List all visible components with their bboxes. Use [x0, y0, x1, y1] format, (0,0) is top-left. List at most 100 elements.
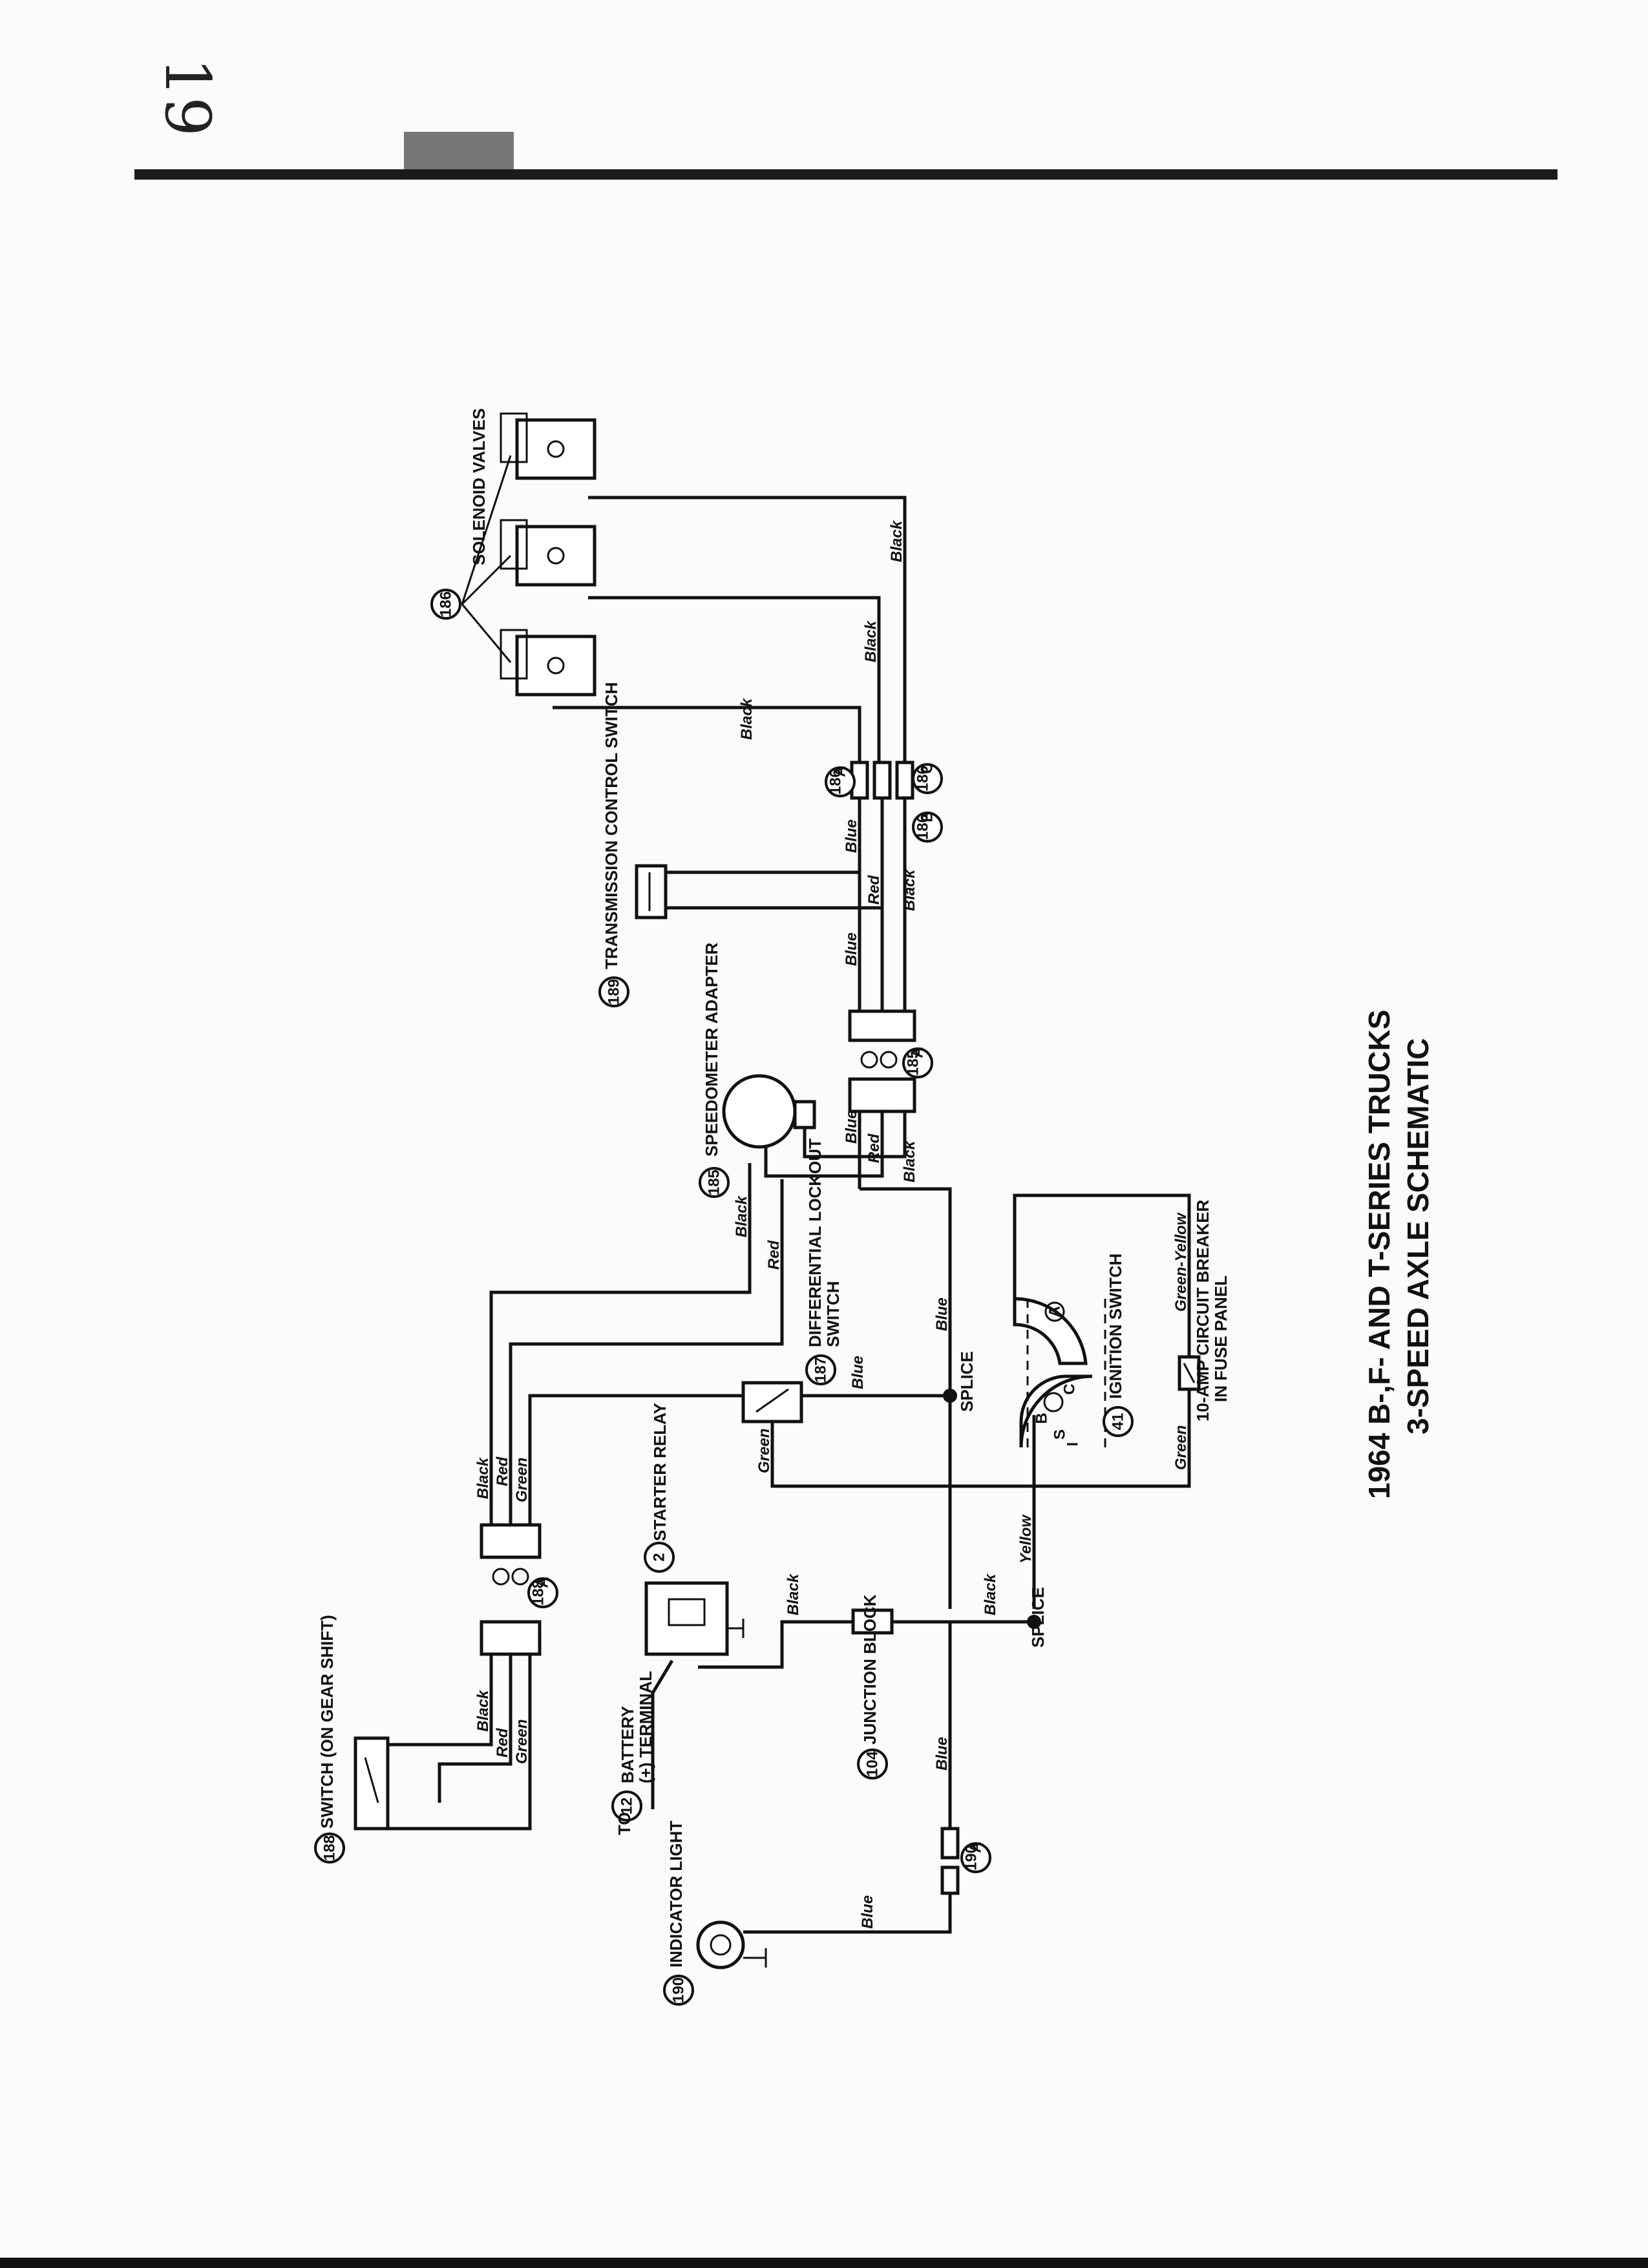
callout-186b-bubble: [912, 812, 943, 843]
wire-label-green-188: Green: [513, 1719, 531, 1764]
wire-label-blue-splice: Blue: [933, 1297, 951, 1331]
wire-black-valve-bot: [553, 706, 861, 762]
wire-label-black-188: Black: [474, 1689, 492, 1732]
label-indicator-light: INDICATOR LIGHT: [666, 1821, 686, 1968]
connector-188a: [480, 1523, 542, 1656]
callout-186-bubble: [430, 589, 461, 620]
callout-189-number: 189: [606, 979, 623, 1005]
callout-190-bubble: [663, 1975, 694, 2006]
callout-185a-bubble: [902, 1047, 933, 1078]
ignition-switch: [1013, 1297, 1106, 1448]
header-rule: [134, 169, 1558, 180]
valve-coil-2: [547, 547, 565, 565]
callout-186a-letter: A: [832, 766, 849, 777]
wire-green-188: [355, 1654, 532, 1831]
callout-185a-letter: A: [909, 1047, 927, 1058]
label-ignition-switch: IGNITION SWITCH: [1106, 1254, 1125, 1399]
callout-186b-number: 186: [914, 814, 932, 840]
wire-green-breaker: [770, 1389, 1191, 1488]
solenoid-valves: [461, 412, 597, 697]
component-labels: SOLENOID VALVES TRANSMISSION CONTROL SWI…: [317, 408, 1231, 1968]
label-transmission-control-switch: TRANSMISSION CONTROL SWITCH: [602, 682, 621, 969]
wire-label-green-188a: Green: [513, 1458, 531, 1502]
wire-black-valve-mid: [588, 596, 881, 762]
wire-label-green-yellow: Green-Yellow: [1172, 1212, 1190, 1312]
gear-shift-switch-blade: [364, 1757, 379, 1803]
label-differential-lockout: DIFFERENTIAL LOCKOUT: [805, 1139, 825, 1347]
wire-blue-indicator: [743, 1893, 952, 1934]
ignition-terminal-s: S: [1051, 1429, 1069, 1440]
wire-label-red-185: Red: [865, 1133, 883, 1163]
circuit-breaker: [1178, 1355, 1201, 1391]
callout-190-number: 190: [670, 1977, 688, 2003]
callout-188a-bubble: [527, 1577, 558, 1608]
ignition-terminal-c: C: [1061, 1383, 1079, 1394]
callout-185a-number: 185: [905, 1050, 922, 1076]
callout-188-number: 188: [321, 1835, 339, 1861]
callout-104-bubble: [857, 1748, 888, 1780]
callout-104-number: 104: [864, 1750, 882, 1777]
title-line-2: 3-SPEED AXLE SCHEMATIC: [1401, 1038, 1435, 1434]
connector-185a-pin-2: [880, 1051, 898, 1069]
wire-label-yellow: Yellow: [1017, 1515, 1035, 1564]
wire-label-red-187: Red: [765, 1239, 783, 1270]
starter-relay-body: [644, 1581, 729, 1656]
label-battery-terminal: (+) TERMINAL: [636, 1671, 655, 1783]
label-speedometer-adapter: SPEEDOMETER ADAPTER: [702, 942, 721, 1157]
callout-185-bubble: [699, 1167, 730, 1198]
label-gear-shift-switch: SWITCH (ON GEAR SHIFT): [317, 1615, 337, 1829]
wire-label-black-185: Black: [901, 1140, 918, 1182]
indicator-light-filament: [710, 1934, 732, 1956]
label-circuit-breaker-2: IN FUSE PANEL: [1211, 1276, 1231, 1402]
wire-label-green-breaker: Green: [1172, 1425, 1190, 1470]
callout-186c-number: 186: [914, 766, 932, 792]
header-tab-mark: [404, 132, 514, 169]
label-starter-relay: STARTER RELAY: [650, 1403, 670, 1541]
callout-190a-number: 190: [963, 1845, 980, 1871]
ignition-switch-sector-a: [1013, 1297, 1088, 1365]
connector-185a-upper: [848, 1009, 916, 1042]
callout-189-bubble: [598, 976, 629, 1007]
callout-188a-letter: A: [534, 1577, 552, 1588]
wire-label-green-187: Green: [755, 1429, 773, 1473]
connector-188a-pin-2: [511, 1568, 529, 1586]
wire-black-relay: [698, 1620, 853, 1669]
callout-186a-number: 186: [827, 769, 845, 795]
starter-relay-coil: [668, 1598, 706, 1626]
wire-label-blue-187: Blue: [849, 1356, 867, 1389]
speedometer-adapter: [722, 1074, 816, 1149]
wire-green-yellow: [1013, 1193, 1191, 1357]
ignition-terminal-a: A: [1046, 1306, 1064, 1317]
title-line-1: 1964 B-,F- AND T-SERIES TRUCKS: [1362, 1010, 1396, 1499]
ignition-terminal-b: B: [1033, 1412, 1051, 1423]
callout-188a-number: 188: [530, 1580, 547, 1606]
label-splice-upper: SPLICE: [957, 1351, 977, 1412]
solenoid-valve-3: [515, 635, 597, 697]
wire-label-blue-indicator: Blue: [859, 1895, 876, 1929]
valve-body-3: [500, 629, 528, 680]
valve-leader-3: [461, 604, 512, 663]
junction-block: [851, 1608, 894, 1635]
label-battery-to: TO: [615, 1812, 634, 1835]
callout-187-bubble: [805, 1354, 836, 1385]
transmission-control-switch: [635, 864, 668, 919]
valve-leader-2: [461, 554, 512, 605]
valve-leader-1: [461, 455, 512, 605]
connector-190a-lower: [940, 1865, 960, 1895]
wire-label-black-valve-mid: Black: [862, 620, 880, 662]
callout-12-number: 12: [618, 1798, 636, 1815]
wire-label-black-relay: Black: [785, 1573, 802, 1615]
wire-black-188: [388, 1654, 493, 1747]
valve-body-2: [500, 519, 528, 570]
wire-label-red-189: Red: [865, 874, 883, 905]
wire-label-black-junction: Black: [982, 1573, 999, 1615]
callout-190a-bubble: [960, 1842, 991, 1873]
callout-41-bubble: [1103, 1406, 1134, 1437]
wire-label-black-valve-top: Black: [888, 520, 905, 562]
indicator-light-bulb: [696, 1920, 745, 1969]
wire-label-blue-190a: Blue: [933, 1737, 951, 1770]
callout-12-bubble: [611, 1790, 642, 1822]
wire-blue-to-splice: [860, 1187, 952, 1396]
connector-185a: [848, 1009, 916, 1113]
